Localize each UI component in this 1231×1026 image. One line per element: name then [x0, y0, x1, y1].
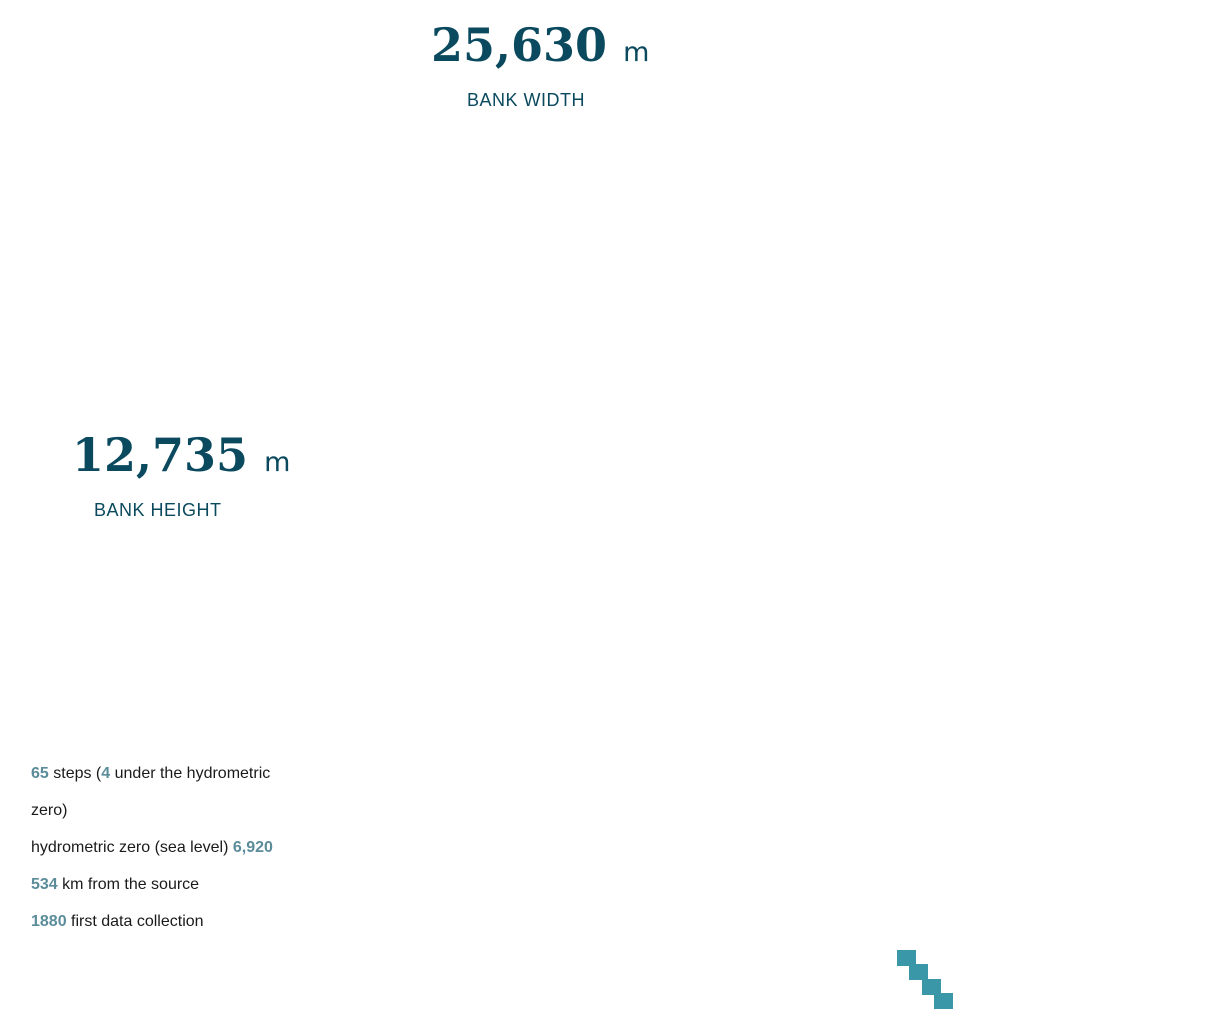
steps-fact-continued: zero): [31, 792, 291, 829]
bank-height-label: BANK HEIGHT: [94, 500, 222, 520]
steps-icon: [897, 950, 954, 1010]
zero-text: hydrometric zero (sea level): [31, 839, 233, 856]
facts-list: 65 steps (4 under the hydrometric zero) …: [31, 755, 291, 940]
year-value: 1880: [31, 913, 67, 930]
year-text: first data collection: [66, 913, 204, 930]
bank-height-unit: m: [264, 447, 291, 478]
distance-fact: 534 km from the source: [31, 866, 291, 903]
bank-height-stat: 12,735 m BANK HEIGHT: [72, 428, 291, 520]
bank-width-unit: m: [623, 37, 650, 68]
zero-value: 6,920: [232, 839, 273, 856]
distance-value: 534: [31, 876, 58, 893]
steps-fact: 65 steps (4 under the hydrometric: [31, 755, 291, 792]
hydrometric-zero-fact: hydrometric zero (sea level) 6,920: [31, 829, 291, 866]
under-count: 4: [101, 765, 111, 782]
bank-width-label: BANK WIDTH: [467, 90, 586, 110]
steps-icon-graphic: [897, 950, 953, 1009]
under-text-2: zero): [31, 802, 68, 819]
bank-height-value: 12,735: [72, 428, 249, 482]
steps-count: 65: [31, 765, 49, 782]
distance-text: km from the source: [57, 876, 200, 893]
bank-width-value: 25,630: [431, 18, 608, 72]
under-text: under the hydrometric: [110, 765, 271, 782]
bank-width-stat: 25,630 m BANK WIDTH: [431, 18, 650, 110]
first-collection-fact: 1880 first data collection: [31, 903, 291, 940]
steps-text: steps (: [48, 765, 102, 782]
